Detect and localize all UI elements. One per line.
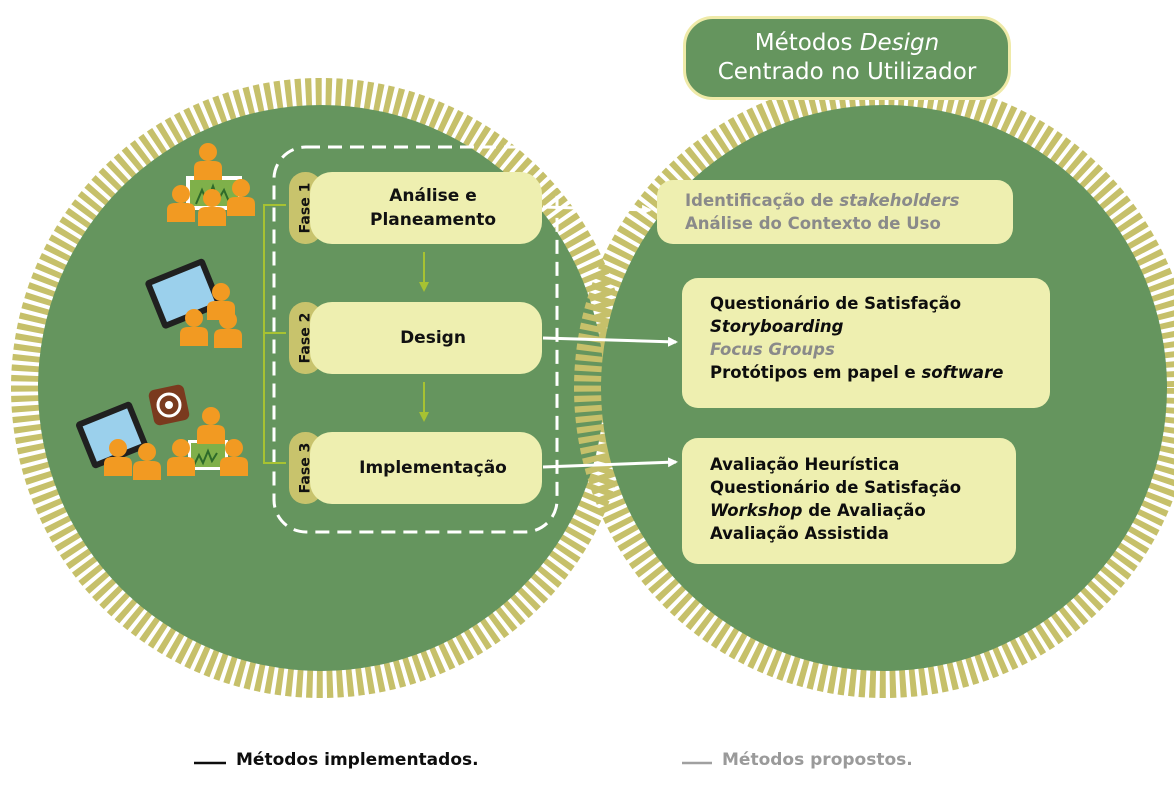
- phase3-methods-box: Avaliação Heurística Questionário de Sat…: [682, 438, 1016, 564]
- arrow-phase2-methods: [542, 336, 678, 347]
- method-item: Identificação de stakeholders: [685, 191, 960, 210]
- title-line2: Centrado no Utilizador: [717, 59, 977, 85]
- method-item: Protótipos em papel e software: [710, 363, 1004, 382]
- phase2-methods-box: Questionário de Satisfação Storyboarding…: [682, 278, 1050, 408]
- method-item: Storyboarding: [710, 317, 844, 336]
- phase3-label: Implementação: [359, 458, 507, 478]
- phase1-box: Análise e Planeamento: [310, 172, 542, 244]
- legend-implemented-label: Métodos implementados.: [236, 750, 479, 770]
- participants-group-with-plants-icon: [167, 143, 255, 226]
- method-item: Análise do Contexto de Uso: [685, 214, 941, 233]
- arrow-phase3-methods: [542, 457, 678, 469]
- phase-bracket: [263, 204, 286, 464]
- phase2-box: Design: [310, 302, 542, 374]
- diagram-title: Métodos Design Centrado no Utilizador: [683, 16, 1011, 100]
- phase2-label: Design: [400, 328, 466, 348]
- method-item: Focus Groups: [710, 340, 835, 359]
- arrow-phase1-methods: [542, 204, 652, 215]
- title-line1-prefix: Métodos: [754, 30, 860, 56]
- tablet-participants-plants-app-icon: [76, 384, 248, 480]
- title-line1-italic: Design: [859, 30, 940, 56]
- method-item: Avaliação Assistida: [710, 524, 889, 543]
- legend-proposed-label: Métodos propostos.: [722, 750, 913, 770]
- phase1-label-line1: Análise e: [389, 186, 477, 206]
- method-item: Questionário de Satisfação: [710, 478, 962, 497]
- phase3-box: Implementação: [310, 432, 542, 504]
- method-item: Questionário de Satisfação: [710, 294, 962, 313]
- tablet-with-participants-icon: [145, 258, 242, 348]
- method-item: Avaliação Heurística: [710, 455, 900, 474]
- method-item: Workshop de Avaliação: [710, 501, 926, 520]
- phase1-label-line2: Planeamento: [369, 210, 496, 230]
- phase1-methods-box: Identificação de stakeholders Análise do…: [657, 180, 1013, 244]
